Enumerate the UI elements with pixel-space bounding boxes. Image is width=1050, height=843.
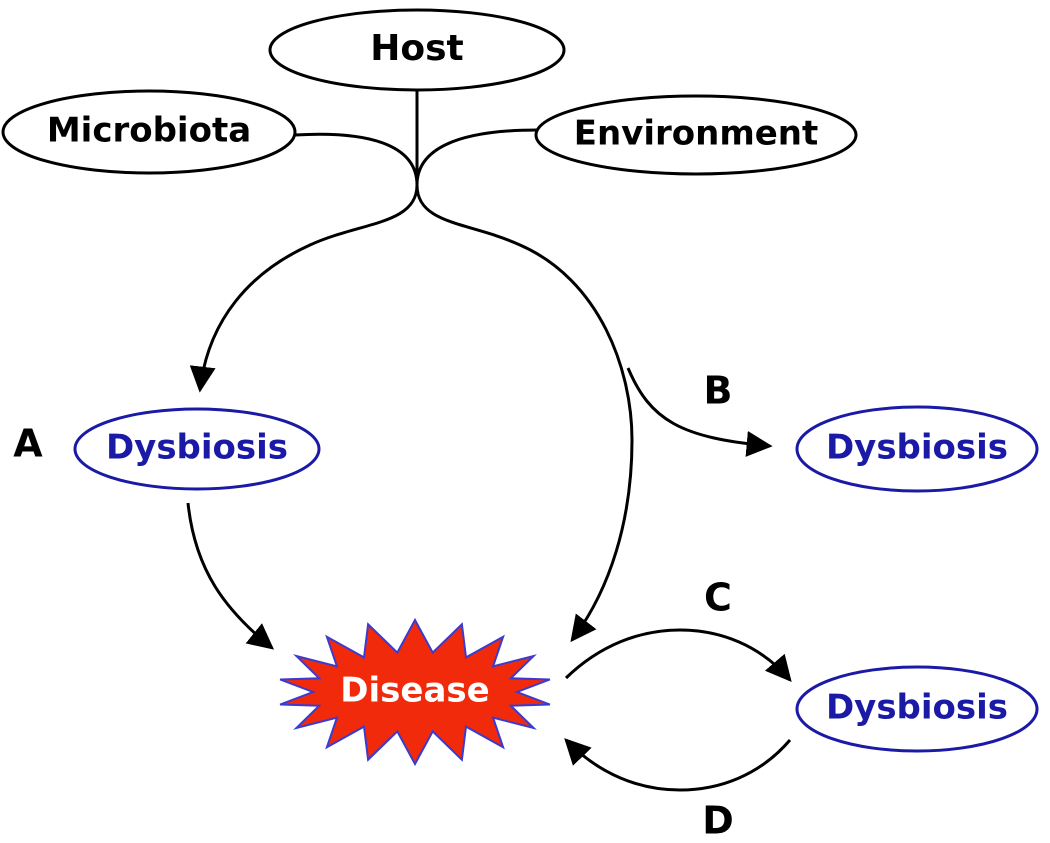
dysbiosis-node-a: Dysbiosis (73, 407, 321, 491)
right-branch (415, 184, 634, 643)
dysbiosis-label-c: Dysbiosis (826, 688, 1008, 728)
environment-stem (415, 128, 539, 186)
environment-label: Environment (574, 114, 819, 154)
branch-b (626, 367, 773, 457)
dysbiosis-node-b: Dysbiosis (795, 405, 1039, 493)
pathway-label-c: C (704, 576, 732, 620)
pathway-label-a: A (13, 422, 43, 466)
dysbiosis-label-b: Dysbiosis (826, 428, 1008, 468)
arrow-a-to-disease (186, 502, 275, 650)
convergence-lines (186, 90, 792, 792)
microbiota-node: Microbiota (1, 89, 297, 175)
environment-node: Environment (534, 94, 858, 176)
microbiota-stem (294, 132, 419, 186)
disease-label: Disease (340, 671, 489, 711)
microbiota-label: Microbiota (47, 111, 251, 151)
pathway-label-b: B (704, 369, 733, 413)
dysbiosis-node-c: Dysbiosis (795, 665, 1039, 753)
host-node: Host (268, 8, 566, 92)
starburst-icon (279, 617, 551, 767)
disease-node: Disease (279, 617, 551, 767)
left-branch (189, 184, 419, 393)
dysbiosis-label-a: Dysbiosis (106, 428, 288, 468)
arrow-d (564, 738, 792, 792)
pathway-label-d: D (702, 799, 734, 843)
arrow-c (564, 628, 792, 682)
host-label: Host (370, 28, 464, 69)
